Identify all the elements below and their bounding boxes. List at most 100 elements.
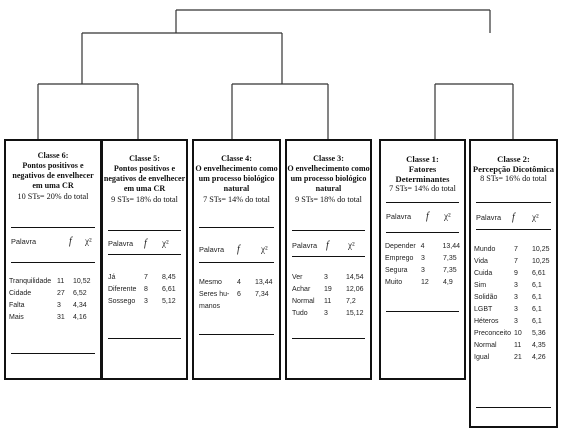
word-cell: Mesmo <box>199 279 222 286</box>
class-subtitle-line: negativos de envelhecer <box>12 171 94 180</box>
class-sts: 10 STs= 20% do total <box>17 192 89 201</box>
frequency-cell: 27 <box>57 290 65 297</box>
chi-square-cell: 6,1 <box>532 318 542 325</box>
chi-square-cell: 7,34 <box>255 291 269 298</box>
column-headers: Palavra f χ² <box>108 236 182 250</box>
word-cell: Vida <box>474 258 488 265</box>
word-cell: Sim <box>474 282 487 289</box>
chi-square-cell: 4,16 <box>73 314 87 321</box>
class-6-box: Classe 6: Pontos positivos e negativos d… <box>4 139 102 380</box>
frequency-cell: 19 <box>324 286 332 293</box>
frequency-cell: 6 <box>237 291 241 298</box>
frequency-cell <box>237 301 255 313</box>
class-title: Classe 4: <box>221 154 252 163</box>
frequency-cell: 12 <box>421 279 429 286</box>
class-subtitle-line: negativos de envelhecer <box>103 174 186 183</box>
chi-square-cell: 13,44 <box>255 279 273 286</box>
divider <box>476 407 551 408</box>
class-sts: 9 STs= 18% do total <box>111 195 178 204</box>
header-palavra: Palavra <box>199 244 225 254</box>
divider <box>476 202 551 203</box>
class-subtitle-line: em uma CR <box>123 184 166 193</box>
frequency-cell: 8 <box>144 286 148 293</box>
divider <box>108 254 181 255</box>
header-palavra: Palavra <box>386 211 412 221</box>
chi-square-cell: 6,1 <box>532 306 542 313</box>
frequency-cell: 11 <box>57 278 65 285</box>
header-f: f <box>426 210 429 222</box>
frequency-cell: 3 <box>57 302 61 309</box>
divider <box>199 334 274 335</box>
class-4-box: Classe 4: O envelhecimento como um proce… <box>192 139 281 380</box>
class-subtitle-line: em uma CR <box>32 181 74 190</box>
divider <box>11 227 95 228</box>
word-cell: Igual <box>474 354 490 361</box>
divider <box>292 338 365 339</box>
word-cell: Ver <box>292 274 303 281</box>
header-palavra: Palavra <box>108 238 134 248</box>
chi-square-cell: 8,45 <box>162 274 176 281</box>
class-sts: 7 STs= 14% do total <box>389 184 456 193</box>
class-subtitle-line: Percepção Dicotômica <box>472 164 555 174</box>
divider <box>476 229 551 230</box>
header-f: f <box>237 243 240 255</box>
frequency-cell: 4 <box>237 279 241 286</box>
class-title: Classe 5: <box>129 154 160 163</box>
word-cell: LGBT <box>474 306 493 313</box>
header-f: f <box>69 235 72 247</box>
table-row: manos <box>199 301 275 313</box>
frequency-cell: 3 <box>514 282 518 289</box>
header-chi: χ² <box>444 211 451 221</box>
dendrogram-left-branch <box>81 32 283 84</box>
word-cell: Achar <box>292 286 311 293</box>
word-cell: Mundo <box>474 246 496 253</box>
frequency-cell: 11 <box>514 342 522 349</box>
class-title: Classe 1: <box>406 154 439 164</box>
frequency-cell: 21 <box>514 354 522 361</box>
class-subtitle-line: Fatores Determinantes <box>395 164 450 184</box>
chi-square-cell: 15,12 <box>346 310 364 317</box>
header-palavra: Palavra <box>292 240 318 250</box>
chi-square-cell: 5,36 <box>532 330 546 337</box>
frequency-cell: 3 <box>144 298 148 305</box>
chi-square-cell: 6,1 <box>532 282 542 289</box>
chi-square-cell: 4,9 <box>443 279 453 286</box>
column-headers: Palavra f χ² <box>292 238 366 252</box>
word-cell: Cuida <box>474 270 493 277</box>
divider <box>292 256 365 257</box>
divider <box>11 353 95 354</box>
divider <box>108 338 181 339</box>
chi-square-cell: 10,52 <box>73 278 91 285</box>
word-cell: Preconceito <box>474 330 511 337</box>
header-chi: χ² <box>532 212 539 222</box>
class-2-box: Classe 2: Percepção Dicotômica 8 STs= 16… <box>469 139 558 428</box>
frequency-cell: 11 <box>324 298 332 305</box>
header-f: f <box>144 237 147 249</box>
dendrogram-branch-classes-4-3 <box>231 83 329 139</box>
word-cell: manos <box>199 303 221 310</box>
class-subtitle-line: um processo biológico <box>198 174 275 183</box>
column-headers: Palavra f χ² <box>386 209 460 223</box>
class-subtitle-line: O envelhecimento como <box>287 164 370 173</box>
frequency-cell: 31 <box>57 314 65 321</box>
frequency-cell: 7 <box>514 246 518 253</box>
